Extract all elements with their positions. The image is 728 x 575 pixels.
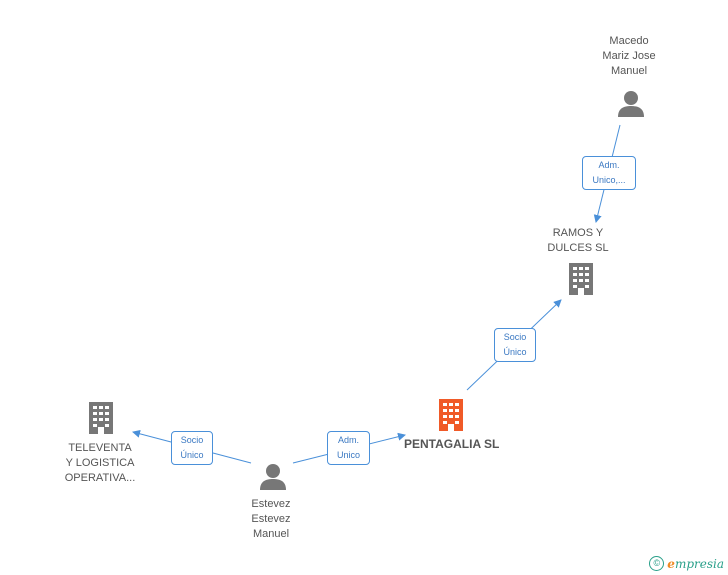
label-line: Macedo bbox=[609, 35, 649, 47]
label-line: Mariz Jose bbox=[602, 50, 656, 62]
label-line: Estevez bbox=[251, 513, 291, 525]
label-line: Socio bbox=[180, 435, 204, 445]
label-line: Estevez bbox=[251, 498, 291, 510]
brand-initial: e bbox=[667, 556, 675, 571]
building-icon-focus[interactable] bbox=[435, 397, 467, 433]
node-label-ramos: RAMOS Y DULCES SL bbox=[523, 226, 633, 256]
label-line: Manuel bbox=[610, 65, 648, 77]
label-line: TELEVENTA bbox=[68, 442, 132, 454]
node-label-macedo: Macedo Mariz Jose Manuel bbox=[574, 34, 684, 79]
person-icon[interactable] bbox=[258, 462, 288, 492]
edge-label-pentagalia-ramos[interactable]: Socio Único bbox=[494, 328, 536, 362]
building-icon[interactable] bbox=[565, 261, 597, 297]
node-label-pentagalia: PENTAGALIA SL bbox=[404, 437, 524, 452]
footer-brand: © empresia bbox=[649, 556, 724, 571]
label-line: Adm. bbox=[337, 435, 359, 445]
copyright-icon: © bbox=[649, 556, 665, 571]
label-line: OPERATIVA... bbox=[64, 472, 136, 484]
label-line: Único bbox=[180, 450, 204, 460]
label-line: PENTAGALIA SL bbox=[404, 437, 500, 451]
label-line: Adm. bbox=[598, 160, 620, 170]
brand-logo[interactable]: empresia bbox=[667, 557, 724, 571]
label-line: RAMOS Y bbox=[552, 227, 604, 239]
brand-rest: mpresia bbox=[674, 556, 724, 571]
label-line: Unico,... bbox=[592, 175, 626, 185]
label-line: Socio bbox=[503, 332, 527, 342]
label-line: DULCES SL bbox=[547, 242, 609, 254]
label-line: Y LOGISTICA bbox=[65, 457, 135, 469]
edge-label-macedo-ramos[interactable]: Adm. Unico,... bbox=[582, 156, 636, 190]
edge-label-estevez-televenta[interactable]: Socio Único bbox=[171, 431, 213, 465]
node-label-televenta: TELEVENTA Y LOGISTICA OPERATIVA... bbox=[45, 441, 155, 486]
person-icon[interactable] bbox=[616, 89, 646, 119]
edge-label-estevez-pentagalia[interactable]: Adm. Unico bbox=[327, 431, 370, 465]
node-label-estevez: Estevez Estevez Manuel bbox=[216, 497, 326, 542]
label-line: Único bbox=[503, 347, 527, 357]
label-line: Manuel bbox=[252, 528, 290, 540]
label-line: Unico bbox=[336, 450, 360, 460]
building-icon[interactable] bbox=[85, 400, 117, 436]
